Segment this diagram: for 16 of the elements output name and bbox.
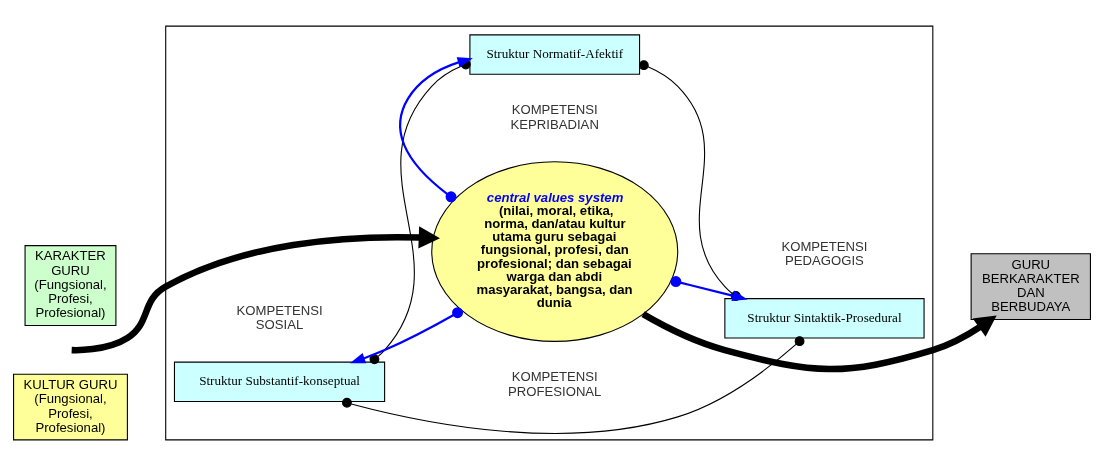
arrow [349,307,463,364]
node-box: GURU BERKARAKTER DAN BERBUDAYA [970,253,1091,320]
node-ellipse: central values system (nilai, moral, etika, norma, dan/atau kultur utama guru sebagai fungsional, profesi, dan profesional; dan sebagai warga dan abdi masyarakat, bangsa, dan dunia [431,161,679,342]
connector [342,336,805,434]
node-box: Struktur Sintaktik-Prosedural [724,298,925,339]
arrow [641,311,997,373]
label: KOMPETENSI PEDAGOGIS [781,239,868,269]
label: KOMPETENSI PROFESIONAL [508,369,602,399]
label: KOMPETENSI KEPRIBADIAN [510,102,599,132]
label: KOMPETENSI SOSIAL [236,302,323,332]
node-box: KULTUR GURU (Fungsional, Profesi, Profesional) [13,373,128,441]
cluster [165,25,934,441]
arrow [71,226,440,354]
node-box: Struktur Normatif-Afektif [469,34,641,75]
node-box: KARAKTER GURU (Fungsional, Profesi, Profesional) [24,245,117,327]
node-box: Struktur Substantif-konseptual [173,361,386,403]
